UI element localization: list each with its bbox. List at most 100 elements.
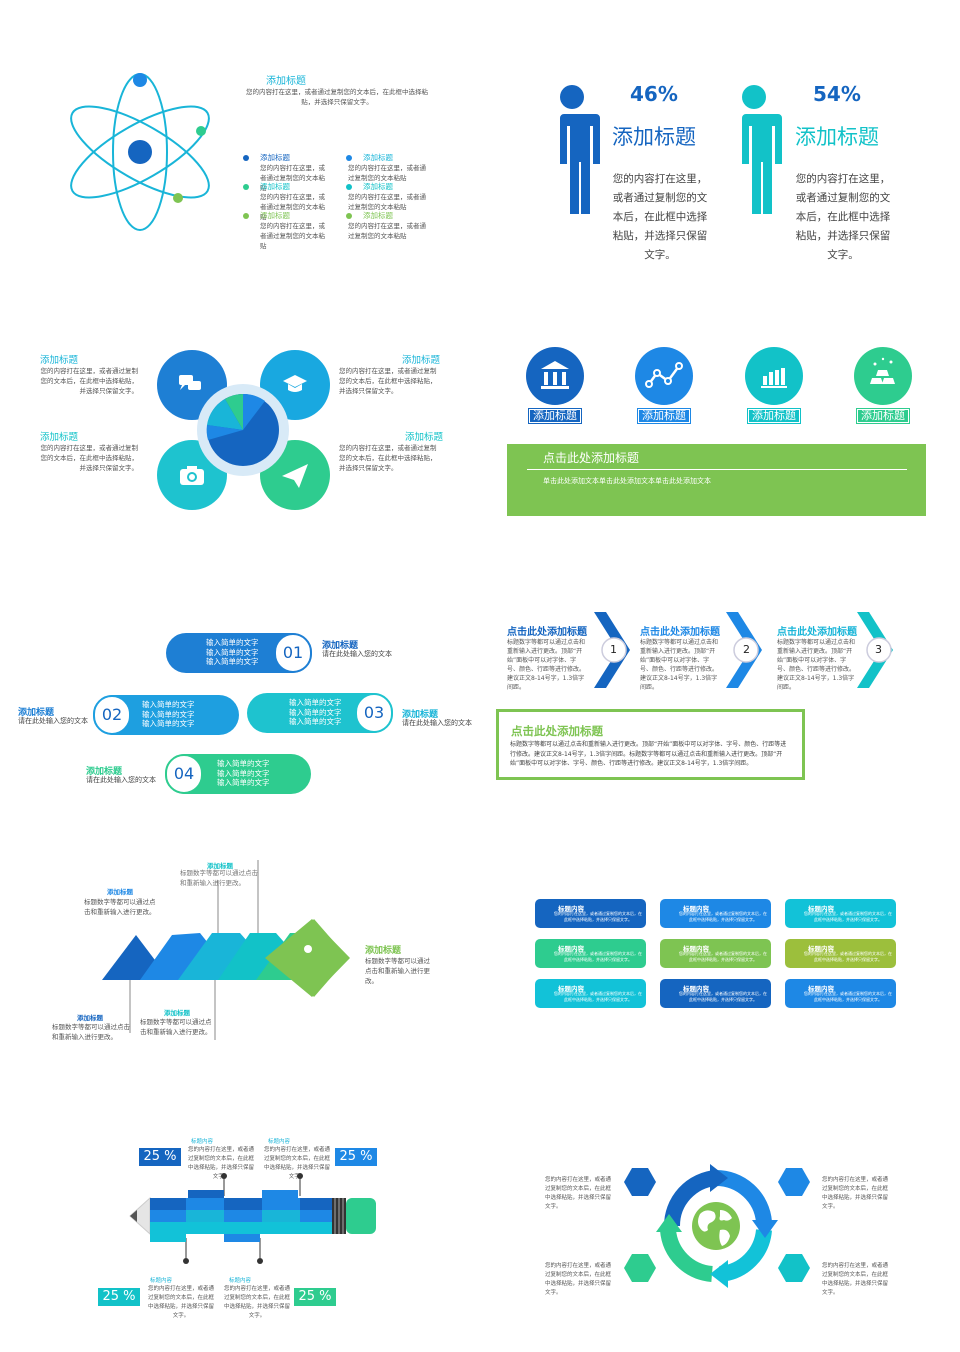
arrow-desc: 标题数字等都可以通过点击和重新输入进行更改。 — [180, 869, 258, 887]
chevron-right-icon — [726, 612, 762, 688]
card: 标题内容 您的内容打在这里，或者通过复制您的文本后，在此框中选择粘贴，并选择只保… — [535, 979, 646, 1008]
bullet-dot — [243, 155, 249, 161]
green-outline-box: 点击此处添加标题 标题数字等都可以通过点击和重新输入进行更改。顶部“开始”面板中… — [496, 709, 805, 780]
circles-title: 添加标题 — [40, 432, 79, 443]
icon-label: 添加标题 — [528, 408, 582, 424]
item-desc: 您的内容打在这里，或者通过复制您的文本粘贴 — [348, 222, 426, 240]
pill-03: 输入简单的文字 输入简单的文字 输入简单的文字 03 — [247, 693, 393, 733]
people-title-right: 添加标题 — [795, 125, 879, 149]
pill-title: 添加标题 — [18, 708, 55, 718]
pencil-diagram — [129, 1173, 376, 1264]
pill-title: 添加标题 — [322, 641, 359, 651]
globe-note: 您的内容打在这里，或者通过复制您的文本后，在此框中选择粘贴，并选择只保留文字。 — [822, 1177, 889, 1210]
circles-diagram — [157, 350, 330, 510]
circles-title: 添加标题 — [402, 355, 441, 366]
item-title: 添加标题 — [363, 153, 393, 162]
percent-right: 54% — [813, 82, 861, 106]
bullet-dot — [346, 155, 352, 161]
item-title: 添加标题 — [363, 211, 393, 220]
bank-icon — [526, 347, 584, 405]
circles-desc: 您的内容打在这里，或者通过复制您的文本后，在此框中选择粘贴，并选择只保留文字。 — [40, 367, 139, 395]
globe-note: 您的内容打在这里，或者通过复制您的文本后，在此框中选择粘贴，并选择只保留文字。 — [545, 1263, 612, 1296]
icon-label: 添加标题 — [637, 408, 691, 424]
arrow-title: 添加标题 — [77, 1014, 103, 1022]
card: 标题内容 您的内容打在这里，或者通过复制您的文本后，在此框中选择粘贴，并选择只保… — [660, 939, 771, 968]
bullet-dot — [243, 213, 249, 219]
pencil-note-desc: 您的内容打在这里，或者通过复制您的文本后，在此框中选择粘贴，并选择只保留文字。 — [223, 1286, 290, 1319]
step-number: 1 — [610, 643, 617, 656]
item-desc: 您的内容打在这里，或者通过复制您的文本粘贴 — [348, 164, 426, 182]
pill-number: 04 — [165, 754, 203, 794]
pencil-note-title: 标题内容 — [191, 1139, 214, 1145]
pencil-note-title: 标题内容 — [150, 1278, 173, 1284]
banner-text: 单击此处添加文本单击此处添加文本单击此处添加文本 — [543, 477, 711, 485]
pencil-note-desc: 您的内容打在这里，或者通过复制您的文本后，在此框中选择粘贴，并选择只保留文字。 — [187, 1147, 254, 1180]
camera-icon — [180, 466, 204, 485]
line-chart-icon — [635, 347, 693, 405]
card: 标题内容 您的内容打在这里，或者通过复制您的文本后，在此框中选择粘贴，并选择只保… — [535, 899, 646, 928]
item-title: 添加标题 — [260, 211, 290, 220]
pill-text: 输入简单的文字 输入简单的文字 输入简单的文字 — [142, 700, 195, 728]
pill-text: 输入简单的文字 输入简单的文字 输入简单的文字 — [206, 638, 259, 666]
step-title: 点击此处添加标题 — [507, 627, 587, 638]
card: 标题内容 您的内容打在这里，或者通过复制您的文本后，在此框中选择粘贴，并选择只保… — [660, 899, 771, 928]
pill-text: 输入简单的文字 输入简单的文字 输入简单的文字 — [217, 759, 270, 787]
gold-bars-icon — [854, 347, 912, 405]
pill-desc: 请在此处输入您的文本 — [402, 719, 472, 727]
card: 标题内容 您的内容打在这里，或者通过复制您的文本后，在此框中选择粘贴，并选择只保… — [660, 979, 771, 1008]
atom-title: 添加标题 — [266, 76, 306, 87]
pill-text: 输入简单的文字 输入简单的文字 输入简单的文字 — [289, 698, 342, 726]
bullet-dot — [243, 184, 249, 190]
bullet-dot — [346, 213, 352, 219]
box-title: 点击此处添加标题 — [511, 724, 603, 738]
pill-number: 03 — [355, 693, 393, 733]
step-desc: 标题数字等都可以通过点击和重新输入进行更改。顶部“开始”面板中可以对字体、字号、… — [640, 639, 719, 691]
circles-desc: 您的内容打在这里，或者通过复制您的文本后，在此框中选择粘贴，并选择只保留文字。 — [40, 444, 139, 472]
percent-badge: 25 % — [335, 1148, 377, 1166]
banner-title: 点击此处添加标题 — [543, 451, 640, 465]
people-desc-left: 您的内容打在这里，或者通过复制您的文本后，在此框中选择粘贴，并选择只保留文字。 — [612, 173, 708, 261]
pill-number: 01 — [274, 633, 312, 673]
card: 标题内容 您的内容打在这里，或者通过复制您的文本后，在此框中选择粘贴，并选择只保… — [785, 899, 896, 928]
bar-chart-icon — [745, 347, 803, 405]
arrow-desc: 标题数字等都可以通过点击和重新输入进行更改。 — [84, 898, 156, 916]
arrow-desc: 标题数字等都可以通过点击和重新输入进行更改。 — [52, 1023, 130, 1041]
step-desc: 标题数字等都可以通过点击和重新输入进行更改。顶部“开始”面板中可以对字体、字号、… — [507, 639, 586, 691]
circles-title: 添加标题 — [40, 355, 79, 366]
atom-desc: 您的内容打在这里，或者通过复制您的文本后，在此框中选择粘贴，并选择只保留文字。 — [246, 88, 428, 106]
circles-desc: 您的内容打在这里，或者通过复制您的文本后，在此框中选择粘贴，并选择只保留文字。 — [339, 367, 437, 395]
globe-note: 您的内容打在这里，或者通过复制您的文本后，在此框中选择粘贴，并选择只保留文字。 — [545, 1177, 612, 1210]
pencil-note-title: 标题内容 — [229, 1278, 252, 1284]
chevron-right-icon — [857, 612, 893, 688]
step-title: 点击此处添加标题 — [777, 627, 857, 638]
percent-left: 46% — [630, 82, 678, 106]
step-number: 2 — [743, 643, 750, 656]
globe-note: 您的内容打在这里，或者通过复制您的文本后，在此框中选择粘贴，并选择只保留文字。 — [822, 1263, 889, 1296]
circles-title: 添加标题 — [405, 432, 444, 443]
chevron-right-icon — [594, 612, 630, 688]
item-title: 添加标题 — [363, 182, 393, 191]
person-icon — [730, 85, 782, 214]
arrow-desc: 标题数字等都可以通过点击和重新输入进行更改。 — [365, 957, 430, 985]
atom-icon — [70, 73, 210, 231]
pill-desc: 请在此处输入您的文本 — [86, 776, 156, 784]
pill-02: 02 输入简单的文字 输入简单的文字 输入简单的文字 — [93, 695, 239, 735]
person-icon — [548, 85, 600, 214]
pill-01: 输入简单的文字 输入简单的文字 输入简单的文字 01 — [166, 633, 312, 673]
box-text: 标题数字等都可以通过点击和重新输入进行更改。顶部“开始”面板中可以对字体、字号、… — [510, 741, 787, 767]
item-desc: 您的内容打在这里，或者通过复制您的文本粘贴 — [260, 222, 325, 250]
pencil-note-title: 标题内容 — [268, 1139, 291, 1145]
arrow-title: 添加标题 — [107, 888, 133, 896]
pill-04: 04 输入简单的文字 输入简单的文字 输入简单的文字 — [165, 754, 311, 794]
arrow-diagram — [102, 860, 350, 1040]
arrow-title: 添加标题 — [164, 1009, 190, 1017]
item-desc: 您的内容打在这里，或者通过复制您的文本粘贴 — [260, 193, 325, 221]
paper-plane-icon — [282, 464, 308, 488]
card: 标题内容 您的内容打在这里，或者通过复制您的文本后，在此框中选择粘贴，并选择只保… — [535, 939, 646, 968]
green-banner: 点击此处添加标题 单击此处添加文本单击此处添加文本单击此处添加文本 — [507, 444, 926, 516]
pill-title: 添加标题 — [402, 710, 439, 720]
pill-desc: 请在此处输入您的文本 — [18, 717, 88, 725]
item-desc: 您的内容打在这里，或者通过复制您的文本粘贴 — [348, 193, 426, 211]
percent-badge: 25 % — [139, 1148, 181, 1166]
arrow-title: 添加标题 — [207, 862, 233, 870]
